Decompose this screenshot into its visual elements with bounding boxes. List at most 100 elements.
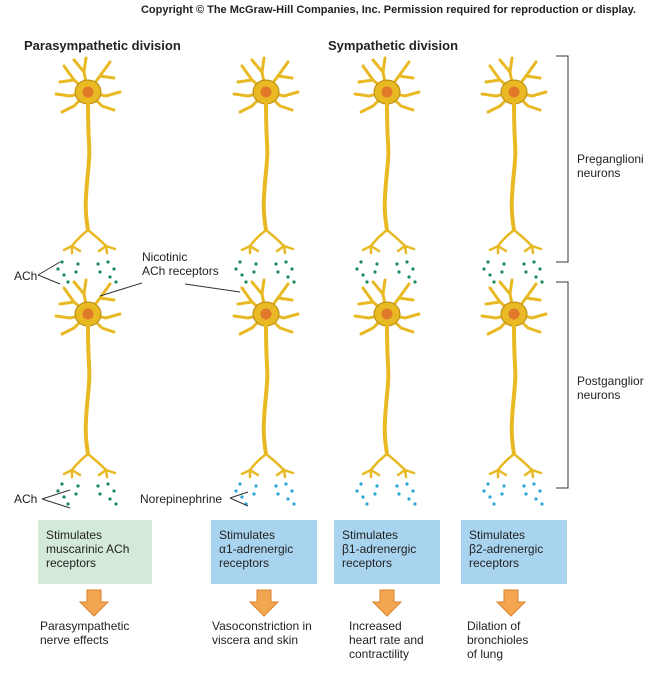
dendrite — [484, 300, 502, 306]
receptor-box-line2: α1-adrenergic — [219, 542, 294, 556]
neurotransmitter-dot — [413, 280, 417, 284]
neurotransmitter-dot — [106, 482, 110, 486]
receptor-box-line3: receptors — [342, 556, 393, 570]
neurotransmitter-dot — [292, 502, 296, 506]
dendrite — [397, 296, 415, 302]
axon-terminal — [361, 244, 381, 255]
neurotransmitter-dot — [60, 260, 64, 264]
receptor-box-line1: Stimulates — [46, 528, 103, 542]
neurotransmitter-dot — [238, 482, 242, 486]
preganglionic-label-line1: Preganglioni — [577, 152, 644, 166]
nicotinic-label-line2: ACh receptors — [142, 264, 219, 278]
dendrite — [524, 296, 542, 302]
neurotransmitter-dot — [108, 275, 112, 279]
neurotransmitter-dot — [486, 482, 490, 486]
neurotransmitter-dot — [234, 267, 238, 271]
axon-terminal — [496, 228, 516, 248]
axon-terminal — [97, 244, 117, 255]
axon-terminal — [512, 452, 534, 472]
neurotransmitter-dot — [108, 497, 112, 501]
neurotransmitter-dot — [540, 280, 544, 284]
neurotransmitter-dot — [276, 492, 280, 496]
ach-top-leader — [37, 261, 61, 276]
axon-terminal — [70, 228, 90, 248]
axon-terminal — [385, 228, 407, 248]
norepinephrine-leader-1 — [229, 491, 249, 499]
receptor-box-line1: Stimulates — [219, 528, 276, 542]
neurotransmitter-dot — [365, 502, 369, 506]
heading-parasympathetic: Parasympathetic division — [24, 38, 181, 53]
preganglionic-neuron — [353, 56, 421, 255]
effect-line2: bronchioles — [467, 633, 529, 647]
neurotransmitter-dot — [486, 260, 490, 264]
neurotransmitter-dot — [252, 270, 256, 274]
neurotransmitter-dot — [405, 482, 409, 486]
axon-terminal — [396, 468, 416, 479]
postganglionic-neuron — [232, 278, 300, 479]
axon-terminal — [369, 452, 389, 472]
neurotransmitter-dot — [413, 502, 417, 506]
dendrite — [58, 300, 76, 306]
receptor-box-line3: receptors — [469, 556, 520, 570]
neurotransmitter-dot — [365, 280, 369, 284]
axon-terminal — [248, 228, 268, 248]
effect-parasympathetic: Parasympathetic nerve effects — [40, 619, 129, 647]
neurotransmitter-dot — [276, 270, 280, 274]
neurotransmitter-dot — [62, 273, 66, 277]
axon-terminal — [275, 468, 295, 479]
neurotransmitter-dot — [524, 492, 528, 496]
axon-terminal — [512, 228, 534, 248]
dendrite — [236, 78, 254, 84]
axon-terminal — [488, 468, 508, 479]
effect-line3: contractility — [349, 647, 410, 661]
dendrite — [484, 78, 502, 84]
neurotransmitter-dot — [488, 273, 492, 277]
neurotransmitter-dot — [373, 270, 377, 274]
axon-terminal — [264, 228, 286, 248]
ach-dots — [234, 260, 296, 284]
neurotransmitter-dot — [532, 260, 536, 264]
postganglionic-neuron — [54, 278, 122, 479]
dendrite — [72, 58, 86, 74]
copyright-notice: Copyright © The McGraw-Hill Companies, I… — [140, 4, 636, 16]
effect-line2: heart rate and — [349, 633, 424, 647]
receptor-box-line3: receptors — [46, 556, 97, 570]
receptor-box-line2: β2-adrenergic — [469, 542, 544, 556]
postganglionic-label-line1: Postganglior — [577, 374, 644, 388]
neurotransmitter-dot — [62, 495, 66, 499]
neurotransmitter-dot — [538, 267, 542, 271]
neurotransmitter-dot — [76, 484, 80, 488]
neurotransmitter-dot — [66, 280, 70, 284]
neurotransmitter-dot — [76, 262, 80, 266]
postganglionic-label-line2: neurons — [577, 388, 621, 402]
neurotransmitter-dot — [112, 267, 116, 271]
ach-dots — [56, 482, 118, 506]
neurotransmitter-dot — [359, 260, 363, 264]
axon-terminal — [70, 452, 90, 472]
dendrite — [357, 300, 375, 306]
receptor-box-line1: Stimulates — [469, 528, 526, 542]
neurons-layer — [54, 56, 548, 479]
neurotransmitter-dot — [274, 262, 278, 266]
neurotransmitter-dot — [373, 492, 377, 496]
neurotransmitter-dot — [407, 275, 411, 279]
neurotransmitter-dot — [355, 267, 359, 271]
receptor-box-muscarinic: Stimulates muscarinic ACh receptors — [38, 520, 152, 584]
axon-terminal — [240, 244, 260, 255]
neurotransmitter-dot — [284, 260, 288, 264]
axon-terminal — [248, 452, 268, 472]
dendrite — [98, 296, 116, 302]
neurotransmitter-dot — [96, 484, 100, 488]
dendrite — [250, 280, 264, 296]
neurotransmitter-dot — [56, 489, 60, 493]
receptor-box-line3: receptors — [219, 556, 270, 570]
down-arrow — [248, 589, 280, 617]
neurotransmitter-dot — [254, 484, 258, 488]
ach-dots — [482, 260, 544, 284]
effect-line1: Dilation of — [467, 619, 521, 633]
down-arrow — [371, 589, 403, 617]
axon-terminal — [275, 244, 295, 255]
neurotransmitter-dot — [488, 495, 492, 499]
dendrite — [397, 74, 415, 80]
